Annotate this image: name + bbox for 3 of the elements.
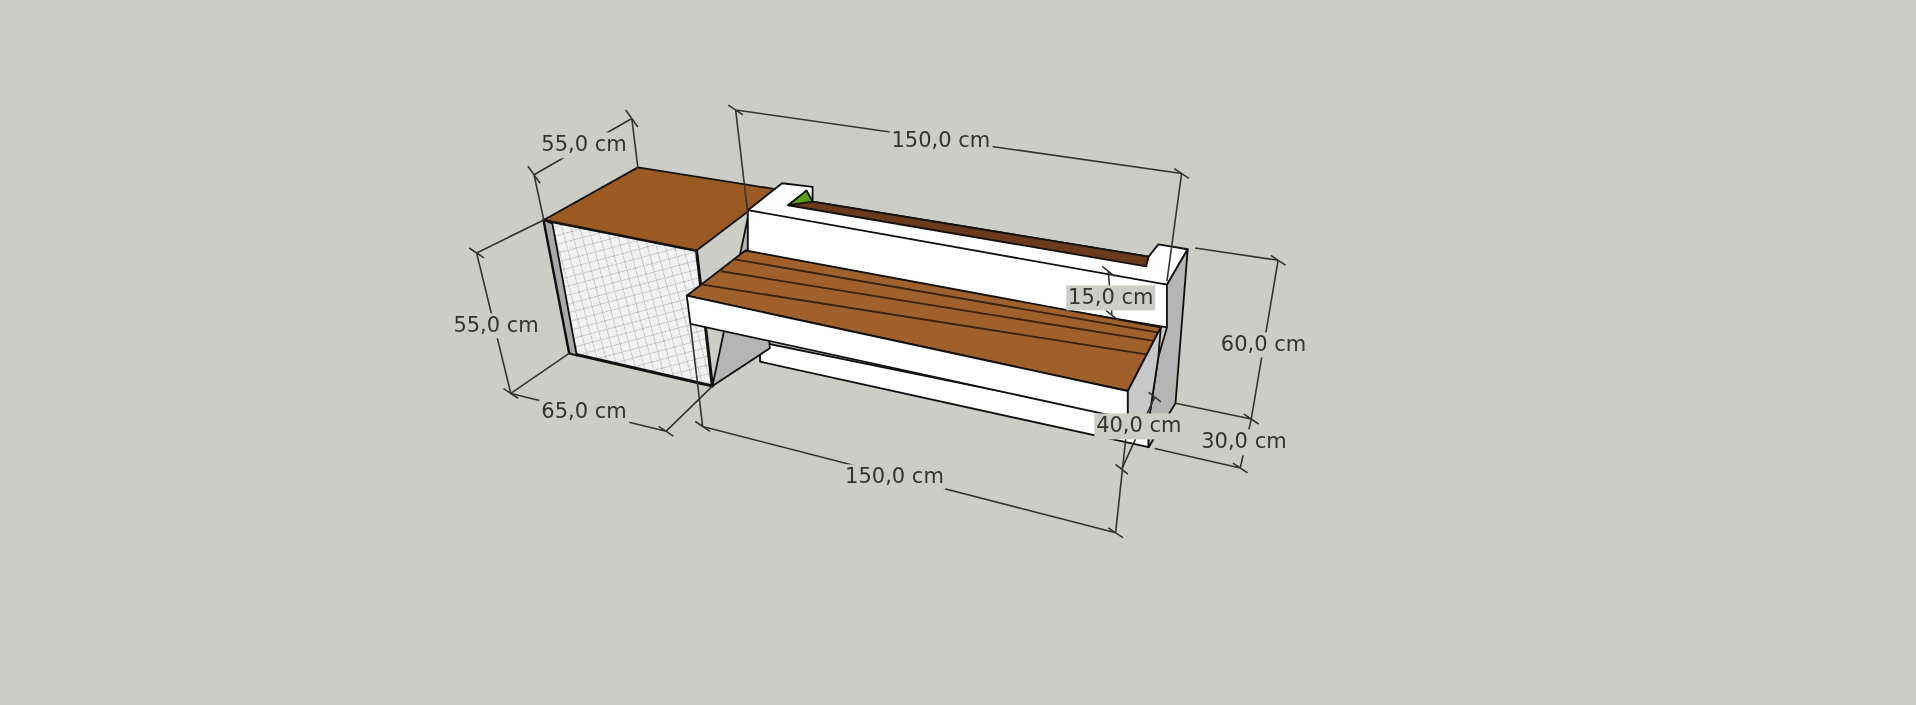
dimension-label: 150,0 cm [843,463,946,490]
dimension-label: 65,0 cm [539,399,629,425]
dimension-label: 15,0 cm [1066,285,1156,311]
